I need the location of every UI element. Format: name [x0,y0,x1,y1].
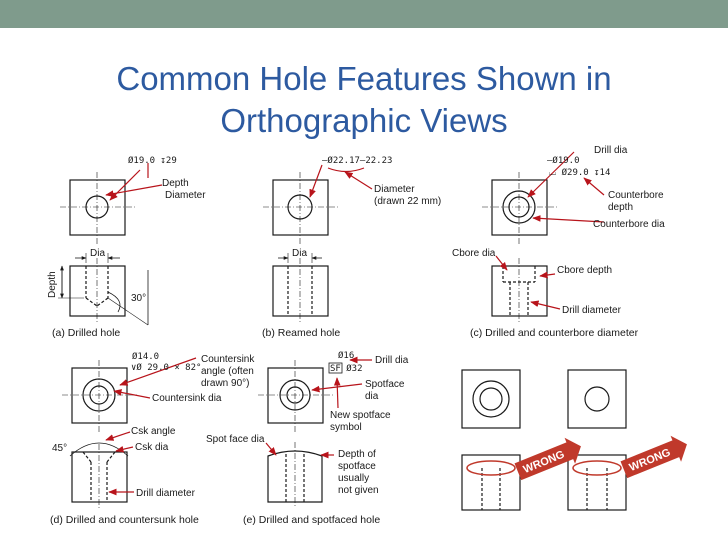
d-csk-angle-line-2: angle (often [201,366,254,377]
d-angle-label: 45° [52,443,67,454]
e-depth-line-2: spotface [338,461,376,472]
d-note-1: Ø14.0 [132,351,159,362]
d-csk-angle-line-1: Countersink [201,354,255,365]
c-front-view [491,265,548,317]
f-wrong-arrow-2: WRONG [620,435,687,479]
a-diameter-label: Diameter [165,190,206,201]
e-caption: (e) Drilled and spotfaced hole [243,514,380,526]
b-diameter-label: Diameter [374,184,415,195]
b-caption: (b) Reamed hole [262,327,340,339]
e-note-1: Ø16 [338,350,354,361]
c-drill-dia-label: Drill dia [594,145,628,156]
b-dia-label: Dia [292,248,307,259]
f-wrong-ellipse-1 [466,460,516,476]
d-top-view [71,367,128,424]
e-top-view [267,367,324,424]
c-note-2: ⌴ Ø29.0 ↧14 [549,167,610,178]
d-note-2: ∨Ø 29.0 × 82° [131,362,201,373]
a-top-view [69,179,126,236]
f-front-view-2 [567,454,627,511]
panel-b-reamed-hole [263,164,373,322]
c-drill-diameter-label: Drill diameter [562,305,622,316]
e-depth-line-1: Depth of [338,449,376,460]
top-bar [0,0,728,28]
c-top-view [491,179,548,236]
d-csk-angle-line-3: drawn 90°) [201,378,249,389]
f-top-view-1 [461,369,521,429]
e-drill-dia-label: Drill dia [375,355,409,366]
a-caption: (a) Drilled hole [52,327,120,339]
panel-f-wrong-examples [461,369,627,511]
b-note: –Ø22.17–22.23 [322,155,392,166]
d-csk-dia-label: Countersink dia [152,393,222,404]
d-csk-dia-small-label: Csk dia [135,442,169,453]
panel-c-counterbore [482,151,605,322]
e-depth-line-4: not given [338,485,379,496]
a-note: Ø19.0 ↧29 [128,155,177,166]
panel-a-drilled-hole [58,163,163,326]
e-sf-box [328,362,343,374]
e-depth-line-3: usually [338,473,369,484]
b-drawn-label: (drawn 22 mm) [374,196,441,207]
b-front-view [272,265,329,317]
c-depth-label: depth [608,202,633,213]
c-counterbore-dia-label: Counterbore dia [593,219,665,230]
e-note-2: SF Ø32 [330,363,363,374]
panel-d-countersunk [62,357,197,508]
c-counterbore-label: Counterbore [608,190,664,201]
f-outer-circle-1 [472,380,510,418]
f-front-view-1 [461,454,521,511]
d-front-view [71,451,128,503]
f-circle-2 [584,386,610,412]
f-wrong-ellipse-2 [572,460,622,476]
d-csk-angle-label: Csk angle [131,426,176,437]
e-symbol-line-2: symbol [330,422,362,433]
c-cbore-dia-label: Cbore dia [452,248,496,259]
f-inner-circle-1 [479,387,503,411]
f-top-view-2 [567,369,627,429]
e-symbol-line-1: New spotface [330,410,391,421]
e-spotface-line-1: Spotface [365,379,405,390]
a-depth-label: Depth [162,178,189,189]
a-dia-label: Dia [90,248,105,259]
c-caption: (c) Drilled and counterbore diameter [470,327,639,339]
title-line-2: Orthographic Views [220,102,508,139]
d-drill-diameter-label: Drill diameter [136,488,196,499]
a-angle-label: 30° [131,293,146,304]
c-cbore-depth-label: Cbore depth [557,265,612,276]
a-front-view [69,265,126,317]
a-depth-side-label: Depth [47,271,58,298]
slide-title: Common Hole Features Shown in Orthograph… [0,58,728,142]
e-spotface-line-2: dia [365,391,379,402]
panel-e-spotfaced [258,356,372,508]
f-wrong-arrow-1: WRONG [514,437,581,481]
e-spot-face-dia-label: Spot face dia [206,434,265,445]
title-line-1: Common Hole Features Shown in [116,60,612,97]
c-note-1: –Ø19.0 [547,155,580,166]
b-top-view [272,179,329,236]
d-caption: (d) Drilled and countersunk hole [50,514,199,526]
